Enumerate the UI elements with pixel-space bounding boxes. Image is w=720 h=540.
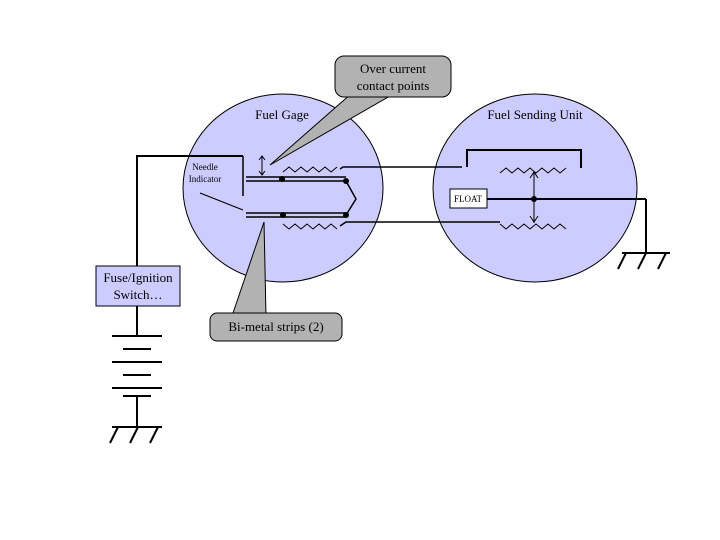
fuse-label-line1: Fuse/Ignition — [103, 270, 173, 285]
bi-metal-strips-label: Bi-metal strips (2) — [228, 319, 323, 334]
gauge-heater-coils — [282, 166, 338, 230]
battery-symbol — [112, 335, 162, 397]
fuse-ignition-switch-box: Fuse/Ignition Switch… — [95, 265, 181, 307]
wiring — [136, 149, 647, 427]
over-current-callout: Over current contact points — [269, 55, 452, 166]
needle-indicator-label-line1: Needle — [192, 162, 217, 172]
junction-dots — [279, 176, 537, 218]
fuse-label-line2: Switch… — [113, 287, 162, 302]
fuel-gage-circle — [182, 93, 384, 283]
fuel-sending-unit-circle — [432, 93, 638, 283]
float-label: FLOAT — [454, 194, 483, 204]
needle-indicator-label-line2: Indicator — [189, 174, 221, 184]
fuel-gage-title: Fuel Gage — [255, 107, 309, 122]
sender-resistors — [499, 167, 567, 230]
fuel-sending-unit-title: Fuel Sending Unit — [487, 107, 583, 122]
over-current-callout-line1: Over current — [360, 61, 426, 76]
ground-symbol-sender — [617, 252, 670, 270]
bi-metal-strips-callout: Bi-metal strips (2) — [209, 221, 343, 342]
over-current-callout-line2: contact points — [357, 78, 430, 93]
ground-symbol-battery — [109, 426, 162, 444]
float-box: FLOAT — [449, 188, 488, 209]
wiper-arrows — [529, 171, 539, 223]
needle-gap-arrow — [258, 155, 266, 176]
